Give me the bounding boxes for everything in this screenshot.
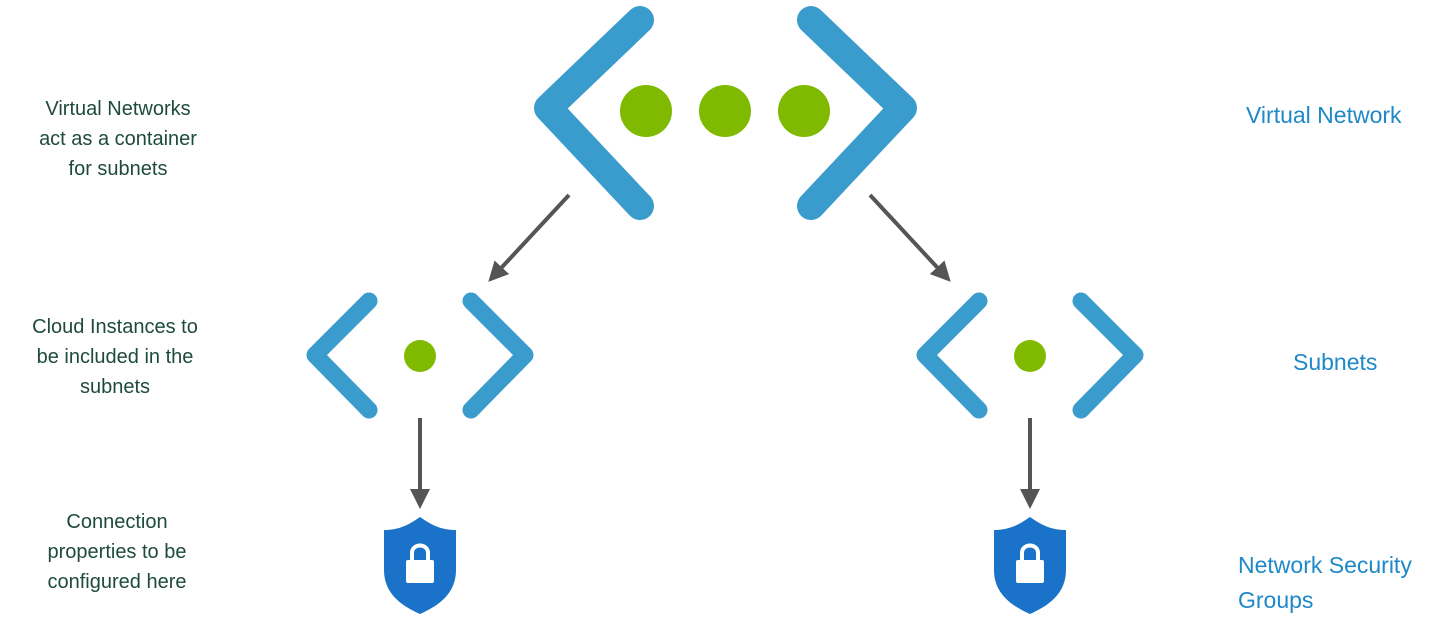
lock-shackle [410,543,430,561]
desc-line: Connection [66,511,168,533]
virtual-network-icon [534,6,917,220]
subnet-left-close-bracket [462,292,534,419]
desc-line: be included in the [36,346,194,368]
vnet-left-bracket [534,6,654,220]
subnet-right-open-bracket [916,292,988,419]
desc-cloud-instances: Cloud Instances to be included in the su… [15,312,215,402]
tier-label-network-security-groups: Network Security Groups [1238,548,1412,618]
desc-line: properties to be [47,541,187,563]
vnet-dot-1 [620,85,672,137]
desc-line: act as a container [39,128,197,150]
desc-line: for subnets [68,158,168,180]
tier-label-subnets: Subnets [1293,349,1378,375]
subnet-icon-left [306,292,534,419]
subnet-left-dot [404,340,436,372]
subnet-right-close-bracket [1072,292,1144,419]
desc-virtual-networks: Virtual Networks act as a container for … [18,94,218,184]
subnet-icon-right [916,292,1144,419]
nsg-shield-icon-right [994,517,1066,614]
tier-label-line: Groups [1238,587,1314,613]
vnet-right-bracket [797,6,917,220]
tier-label-virtual-network: Virtual Network [1246,102,1402,128]
arrow-vnet-to-subnet-left [488,193,571,282]
subnet-right-dot [1014,340,1046,372]
vnet-dot-2 [699,85,751,137]
desc-connection-properties: Connection properties to be configured h… [17,507,217,597]
lock-body [1016,560,1044,583]
desc-line: Cloud Instances to [32,316,198,338]
arrow-vnet-to-subnet-right [868,193,951,282]
desc-line: Virtual Networks [45,98,191,120]
desc-line: configured here [47,571,187,593]
lock-shackle [1020,543,1040,561]
subnet-left-open-bracket [306,292,378,419]
vnet-dot-3 [778,85,830,137]
nsg-shield-icon-left [384,517,456,614]
tier-label-line: Network Security [1238,552,1412,578]
lock-body [406,560,434,583]
desc-line: subnets [79,376,151,398]
